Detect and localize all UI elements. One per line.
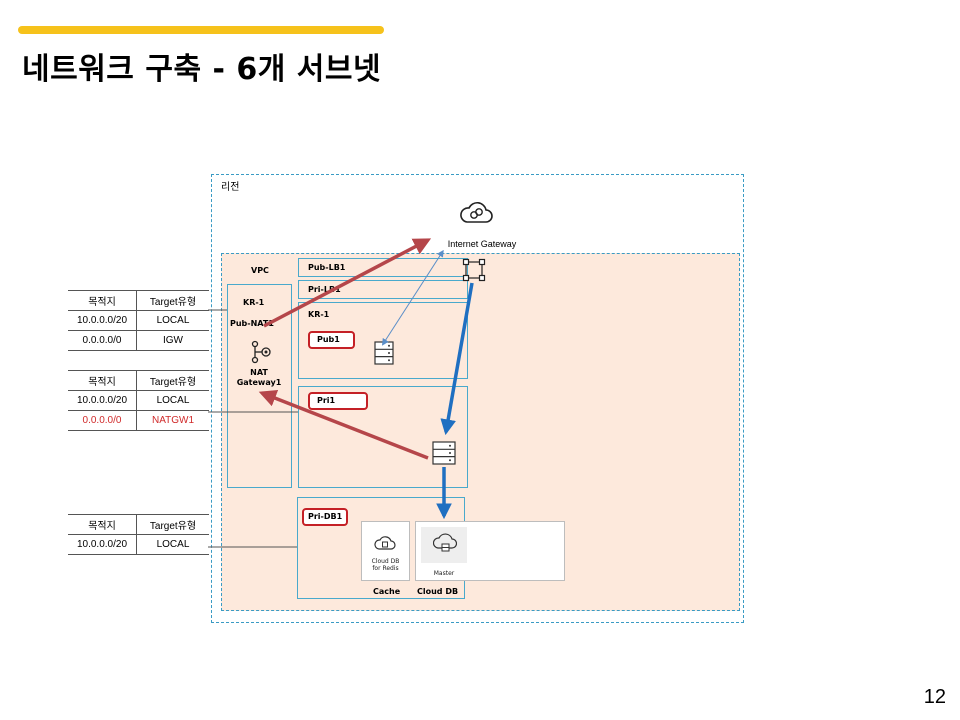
table-cell: 10.0.0.0/20 [68,390,137,411]
server-icon [432,441,456,465]
nat-gateway-icon [251,340,271,364]
table-cell: LOCAL [136,390,209,411]
pub-nat-label: Pub-NAT1 [230,319,274,328]
cloud-icon [460,202,493,223]
table-cell: LOCAL [136,310,209,331]
database-icon [433,533,457,552]
pri1-tag: Pri1 [308,392,368,410]
pri-to-nat-arrow [258,389,429,460]
kr1-right-label: KR-1 [308,310,330,319]
cache-label: Cache [373,587,401,596]
region-boundary [211,174,744,623]
region-label: 리전 [221,182,240,193]
table-cell: IGW [136,330,209,351]
page-number: 12 [923,686,946,708]
table-cell: Target유형 [136,370,209,391]
table-cell: 10.0.0.0/20 [68,534,137,555]
pub1-tag: Pub1 [308,331,355,349]
nat-gateway-label: NAT Gateway1 [236,368,282,387]
master-label: Master [433,570,455,577]
table-cell: Target유형 [136,514,209,535]
accent-bar [18,26,384,34]
redis-card [361,521,410,581]
table-cell: 0.0.0.0/0 [68,410,137,431]
load-balancer-icon [462,258,486,282]
igw-pub1-link [381,249,444,346]
table-cell: Target유형 [136,290,209,311]
slide-title: 네트워크 구축 - 6개 서브넷 [22,52,382,87]
pri-db-tag: Pri-DB1 [302,508,348,526]
pub-lb-label: Pub-LB1 [308,263,346,272]
pri1-subnet [298,386,468,488]
table-cell: 목적지 [68,290,137,311]
kr1-left-label: KR-1 [243,298,265,307]
redis-label: Cloud DB for Redis [371,558,400,572]
table-cell: 목적지 [68,514,137,535]
table-cell: 10.0.0.0/20 [68,310,137,331]
table-cell: NATGW1 [136,410,209,431]
table-cell: 목적지 [68,370,137,391]
pri-lb-label: Pri-LB1 [308,285,341,294]
cloud-db-label: Cloud DB [417,587,459,596]
redis-icon [374,536,396,550]
nat-zone [227,284,292,488]
table-cell: LOCAL [136,534,209,555]
internet-gateway-label: Internet Gateway [442,236,522,252]
vpc-label: VPC [251,266,269,275]
table-cell: 0.0.0.0/0 [68,330,137,351]
lb-to-pri-arrow [440,282,474,436]
